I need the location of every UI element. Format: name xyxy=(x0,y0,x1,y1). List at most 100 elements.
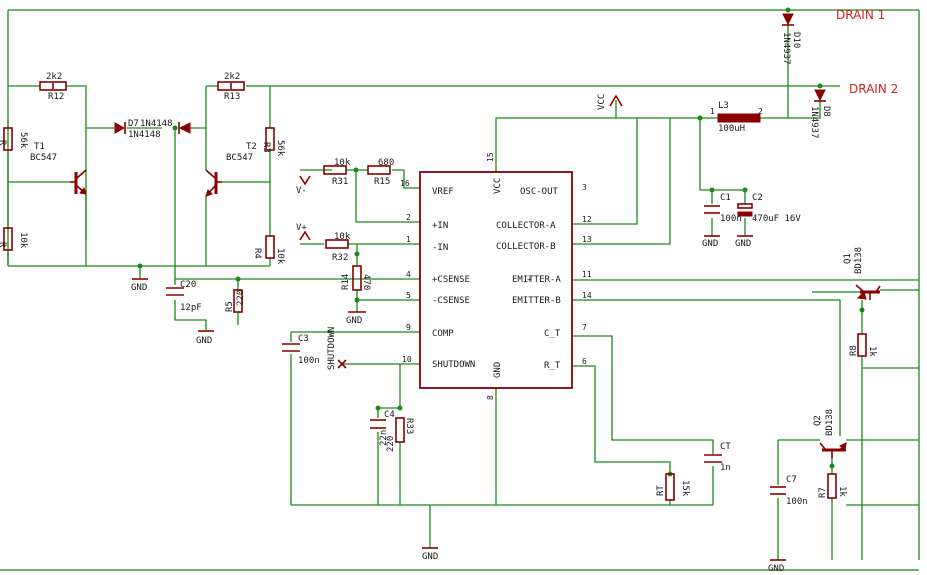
svg-text:R4: R4 xyxy=(252,248,262,259)
svg-text:1N4937: 1N4937 xyxy=(781,32,791,65)
svg-text:T2: T2 xyxy=(246,142,257,152)
svg-text:680: 680 xyxy=(378,158,394,168)
ic-pin-num: 12 xyxy=(582,215,592,224)
svg-text:R13: R13 xyxy=(224,92,240,102)
svg-text:100uH: 100uH xyxy=(718,124,745,134)
svg-text:GND: GND xyxy=(702,239,718,249)
diode-1n4148-second: 1N4148 xyxy=(128,122,191,140)
ic-pin-num: 16 xyxy=(400,179,410,188)
svg-text:R5: R5 xyxy=(225,301,235,312)
svg-text:1N4148: 1N4148 xyxy=(128,130,161,140)
ic-pin-name: -CSENSE xyxy=(432,296,470,306)
svg-text:470: 470 xyxy=(361,274,371,290)
svg-text:R12: R12 xyxy=(48,92,64,102)
ic-pin-num: 4 xyxy=(406,270,411,279)
ic-pin-num: 2 xyxy=(406,213,411,222)
svg-text:C2: C2 xyxy=(752,193,763,203)
wire-layer xyxy=(0,9,920,571)
ic-pin-name: GND xyxy=(493,362,503,378)
ic-pin-num: 10 xyxy=(402,355,412,364)
svg-text:R: R xyxy=(0,140,7,146)
resistor-r14: 470 R14 xyxy=(341,265,371,291)
svg-text:T1: T1 xyxy=(34,142,45,152)
svg-text:C7: C7 xyxy=(786,475,797,485)
svg-text:BD138: BD138 xyxy=(825,409,835,436)
resistor-r8: 1k R8 xyxy=(849,333,877,357)
svg-text:GND: GND xyxy=(196,336,212,346)
ic-pin-num: 9 xyxy=(406,323,411,332)
ic-pin-name: R_T xyxy=(544,361,561,371)
ic-pin-name: OSC-OUT xyxy=(520,187,559,197)
svg-text:470uF 16V: 470uF 16V xyxy=(752,214,801,224)
svg-text:R8: R8 xyxy=(849,345,859,356)
ic-pin-num: 8 xyxy=(486,395,495,400)
resistor-r31: 10k R31 xyxy=(323,158,351,187)
resistor-r5: 220 R5 xyxy=(225,289,246,313)
svg-text:100n: 100n xyxy=(720,214,742,224)
diode-d8: 1N4937 D8 xyxy=(809,89,831,139)
svg-text:R14: R14 xyxy=(341,274,351,290)
svg-text:1N4937: 1N4937 xyxy=(809,106,819,139)
svg-text:BD138: BD138 xyxy=(854,247,864,274)
svg-text:1N4148: 1N4148 xyxy=(140,119,173,129)
capacitor-c1: C1 100n xyxy=(704,193,742,224)
resistor-r12: 2k2 R12 xyxy=(39,72,67,102)
svg-text:R32: R32 xyxy=(332,253,348,263)
svg-text:220: 220 xyxy=(386,436,396,452)
resistor-r32: 10k R32 xyxy=(325,232,351,263)
resistor-r4: 10k R4 xyxy=(252,235,285,265)
svg-text:56k: 56k xyxy=(275,140,285,157)
capacitor-c20: C20 12pF xyxy=(166,280,202,313)
svg-text:1: 1 xyxy=(710,107,715,116)
ic-pin-num: 1 xyxy=(406,235,411,244)
ic-pin-num: 3 xyxy=(582,183,587,192)
svg-text:BC547: BC547 xyxy=(30,153,57,163)
svg-text:2k2: 2k2 xyxy=(224,72,240,82)
capacitor-c4: C4 22n xyxy=(370,410,395,446)
svg-text:GND: GND xyxy=(422,552,438,562)
ic-pin-name: +IN xyxy=(432,221,448,231)
v-minus-supply: V- xyxy=(296,175,311,196)
svg-text:RT: RT xyxy=(656,485,666,496)
capacitor-c3: C3 100n xyxy=(282,334,320,366)
svg-text:GND: GND xyxy=(735,239,751,249)
svg-text:R31: R31 xyxy=(332,177,348,187)
svg-text:15k: 15k xyxy=(680,480,690,497)
svg-text:R33: R33 xyxy=(404,418,414,434)
svg-text:D8: D8 xyxy=(821,106,831,117)
ic-pin-name: EMITTER-B xyxy=(512,296,561,306)
svg-text:R: R xyxy=(0,242,7,248)
ic-pin-num: 13 xyxy=(582,235,592,244)
ic-pin-name: C_T xyxy=(544,329,561,339)
svg-text:220: 220 xyxy=(236,290,246,306)
ic-pin-name: SHUTDOWN xyxy=(432,360,475,370)
ic-pin-name: +CSENSE xyxy=(432,275,470,285)
capacitor-ct: CT 1n xyxy=(704,442,731,473)
ic-pin-name: COLLECTOR-A xyxy=(496,221,556,231)
transistor-t1: T1 BC547 xyxy=(30,142,87,195)
svg-text:1k: 1k xyxy=(867,346,877,357)
diode-d7: D7 1N4148 xyxy=(114,119,173,134)
resistor-r3: 56k R3 xyxy=(261,127,285,157)
svg-text:R7: R7 xyxy=(818,487,828,498)
svg-text:BC547: BC547 xyxy=(226,153,253,163)
inductor-l3: 1 2 L3 100uH xyxy=(710,101,763,134)
svg-text:D7: D7 xyxy=(128,119,139,129)
resistor-r13: 2k2 R13 xyxy=(217,72,245,102)
vcc-supply: VCC xyxy=(597,94,623,110)
pwm-controller-ic: + xyxy=(419,171,573,389)
ic-pin-num: 5 xyxy=(406,291,411,300)
drain2-label: DRAIN 2 xyxy=(849,82,898,96)
resistor-left-lower: 10k R xyxy=(0,227,28,251)
svg-text:R15: R15 xyxy=(374,177,390,187)
svg-text:SHUTDOWN: SHUTDOWN xyxy=(327,327,337,370)
svg-text:L3: L3 xyxy=(718,101,729,111)
ic-pin-name: VCC xyxy=(493,178,503,194)
shutdown-port: SHUTDOWN xyxy=(327,327,347,370)
svg-text:GND: GND xyxy=(131,283,147,293)
svg-text:10k: 10k xyxy=(334,158,351,168)
ic-pin-num: 14 xyxy=(582,291,592,300)
svg-text:V-: V- xyxy=(296,186,307,196)
svg-text:CT: CT xyxy=(720,442,731,452)
